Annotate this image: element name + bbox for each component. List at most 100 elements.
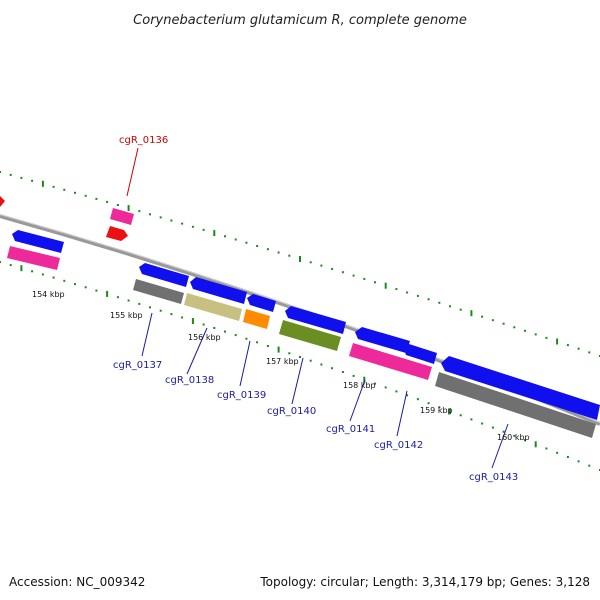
gene-label-cgR_0140[interactable]: cgR_0140 (267, 406, 316, 417)
gene-label-cgR_0143[interactable]: cgR_0143 (469, 472, 518, 483)
minor-tick (395, 288, 398, 291)
minor-tick (566, 456, 569, 458)
minor-tick (427, 298, 430, 301)
minor-tick (545, 336, 548, 339)
tick-label: 160 kbp (497, 433, 530, 442)
major-tick (41, 180, 44, 187)
minor-tick (41, 273, 44, 276)
minor-tick (159, 309, 162, 312)
leader-lines (126, 147, 509, 469)
feature-blue-5[interactable] (285, 306, 346, 334)
minor-tick (84, 194, 87, 197)
minor-tick (577, 460, 580, 463)
minor-tick (84, 286, 87, 289)
minor-tick (406, 394, 409, 397)
gene-label-cgR_0136[interactable]: cgR_0136 (119, 135, 168, 146)
feature-pink-cgR_0141[interactable] (349, 343, 432, 380)
minor-tick (0, 171, 1, 173)
feature-gray-cgR_0137[interactable] (133, 279, 184, 304)
minor-tick (459, 414, 462, 417)
minor-tick (481, 315, 484, 318)
minor-tick (427, 402, 430, 405)
minor-tick (149, 213, 151, 216)
minor-tick (191, 225, 194, 228)
tick-labels: 154 kbp 155 kbp 156 kbp 157 kbp 158 kbp … (32, 290, 530, 442)
minor-tick (159, 216, 162, 219)
major-tick (127, 205, 130, 212)
minor-tick (74, 283, 76, 286)
minor-tick (266, 248, 269, 251)
feature-blue-4[interactable] (247, 294, 276, 312)
tick-label: 155 kbp (110, 311, 143, 320)
feature-blue-6[interactable] (355, 327, 410, 353)
gene-label-cgR_0138[interactable]: cgR_0138 (165, 375, 214, 386)
minor-tick (534, 333, 537, 336)
minor-tick (502, 430, 505, 433)
gene-label-cgR_0139[interactable]: cgR_0139 (217, 390, 266, 401)
tick-label: 156 kbp (188, 333, 221, 342)
minor-tick (470, 418, 473, 421)
minor-tick (491, 319, 494, 322)
minor-tick (320, 363, 323, 366)
minor-tick (502, 322, 505, 325)
minor-tick (202, 228, 205, 231)
feature-red-edge[interactable] (0, 196, 5, 207)
feature-cgR_0136-red[interactable] (106, 226, 128, 241)
feature-blue-2[interactable] (139, 263, 189, 287)
minor-tick (524, 439, 526, 442)
feature-layer (0, 196, 600, 438)
minor-tick (224, 330, 226, 333)
minor-tick (320, 264, 323, 267)
gene-label-cgR_0137[interactable]: cgR_0137 (113, 360, 162, 371)
tick-label: 159 kbp (420, 406, 453, 415)
major-tick (299, 256, 301, 262)
feature-cgR_0136-pink[interactable] (110, 208, 134, 225)
feature-orange-cgR_0139[interactable] (243, 309, 270, 329)
minor-tick (52, 276, 55, 279)
minor-tick (149, 306, 151, 309)
minor-tick (0, 261, 1, 263)
feature-blue-3[interactable] (190, 277, 247, 304)
minor-tick (127, 299, 130, 302)
minor-tick (245, 241, 248, 244)
minor-tick (234, 238, 237, 241)
gene-labels: cgR_0136 cgR_0137 cgR_0138 cgR_0139 cgR_… (113, 135, 518, 483)
minor-tick (224, 235, 226, 238)
minor-tick (545, 447, 548, 450)
minor-tick (31, 179, 34, 182)
leader-cgR_0138 (186, 327, 208, 375)
feature-blue-7[interactable] (404, 344, 437, 364)
minor-tick (202, 323, 205, 326)
feature-olive-cgR_0140[interactable] (279, 320, 341, 351)
minor-tick (491, 426, 494, 429)
feature-blue-8[interactable] (441, 356, 600, 420)
leader-cgR_0141 (349, 379, 366, 422)
minor-tick (138, 210, 141, 213)
minor-tick (266, 345, 269, 347)
tick-label: 158 kbp (343, 381, 376, 390)
map-title: Corynebacterium glutamicum R, complete g… (133, 13, 467, 28)
minor-tick (384, 386, 387, 389)
feature-gray-cgR_0143[interactable] (435, 372, 596, 438)
minor-tick (63, 279, 66, 282)
minor-tick (63, 188, 66, 191)
major-tick (213, 230, 216, 237)
feature-blue-1[interactable] (12, 230, 64, 253)
leader-cgR_0142 (396, 390, 408, 437)
minor-tick (9, 173, 12, 176)
minor-tick (245, 337, 248, 340)
minor-tick (588, 351, 591, 354)
leader-cgR_0143 (491, 423, 509, 469)
gene-label-cgR_0142[interactable]: cgR_0142 (374, 440, 423, 451)
minor-tick (181, 316, 184, 319)
feature-pink-1[interactable] (7, 246, 60, 270)
minor-tick (438, 406, 441, 409)
gene-label-cgR_0141[interactable]: cgR_0141 (326, 424, 375, 435)
minor-tick (438, 301, 441, 304)
leader-cgR_0139 (239, 340, 251, 387)
minor-tick (95, 197, 98, 200)
feature-khaki-cgR_0138[interactable] (184, 293, 242, 321)
minor-tick (181, 222, 184, 225)
minor-tick (277, 251, 280, 254)
